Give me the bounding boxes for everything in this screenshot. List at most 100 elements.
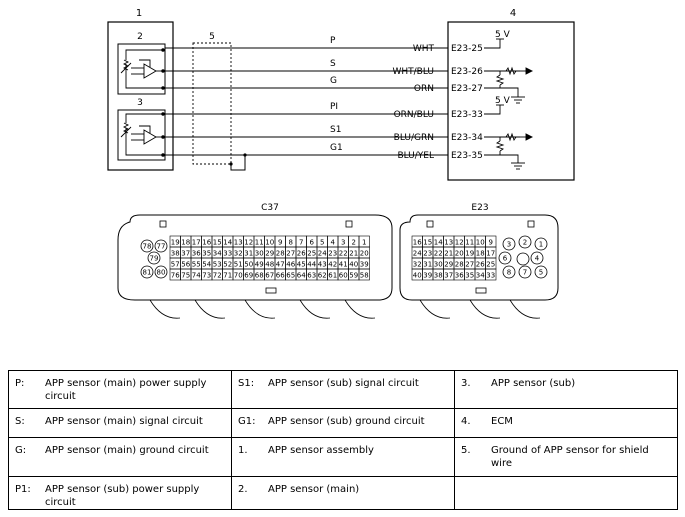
connector-round-pin-label: 79 bbox=[150, 255, 159, 263]
connector-pin-label: 2 bbox=[352, 239, 356, 247]
connector-pin-label: 35 bbox=[202, 250, 211, 258]
connector-pin-label: 60 bbox=[339, 272, 348, 280]
connector-round-pin bbox=[502, 265, 516, 279]
ecm-internal-sub bbox=[484, 104, 534, 170]
legend-desc: APP sensor (sub) signal circuit bbox=[268, 378, 419, 389]
connector-c37-housing bbox=[117, 214, 393, 301]
legend-code: 5. bbox=[461, 445, 471, 456]
connector-round-pin-label: 4 bbox=[535, 255, 540, 263]
legend-code: S: bbox=[15, 416, 25, 427]
connector-pin-label: 22 bbox=[339, 250, 348, 258]
legend-code: S1: bbox=[238, 378, 255, 389]
legend-desc: APP sensor (main) power supply circuit bbox=[45, 378, 207, 402]
wire-color-orn: ORN bbox=[414, 84, 434, 94]
wire-lines bbox=[165, 47, 448, 156]
connector-pin-label: 37 bbox=[444, 272, 453, 280]
connector-pin-label: 24 bbox=[413, 250, 422, 258]
connector-round-pin-label: 3 bbox=[507, 241, 511, 249]
connector-round-pin-label: 6 bbox=[503, 255, 508, 263]
ecm-internal-main bbox=[484, 38, 534, 104]
connector-e23-housing bbox=[399, 214, 559, 301]
legend-code: P: bbox=[15, 378, 25, 389]
wire-color-blu-grn: BLU/GRN bbox=[394, 133, 434, 143]
connector-pin-label: 49 bbox=[255, 261, 264, 269]
connector-round-pin-label: 77 bbox=[157, 243, 166, 251]
connector-pin-label: 18 bbox=[181, 239, 190, 247]
connector-pin-label: 4 bbox=[331, 239, 336, 247]
shield-ground-line bbox=[230, 155, 246, 171]
legend-cell-g1: G1:APP sensor (sub) ground circuit bbox=[231, 408, 455, 438]
connector-pin-label: 1 bbox=[362, 239, 366, 247]
connector-pin-label: 42 bbox=[328, 261, 337, 269]
connector-pin-label: 5 bbox=[320, 239, 324, 247]
legend-cell-1: 1.APP sensor assembly bbox=[231, 437, 455, 477]
connector-c37-label: C37 bbox=[261, 203, 279, 213]
shield-wire-box bbox=[192, 42, 232, 165]
connector-pin-label: 36 bbox=[192, 250, 201, 258]
connector-pin-label: 34 bbox=[476, 272, 485, 280]
wire-code-s: S bbox=[330, 59, 336, 69]
legend-cell-4: 4.ECM bbox=[454, 408, 678, 438]
connector-pin-label: 68 bbox=[255, 272, 264, 280]
connector-round-pin bbox=[140, 239, 154, 253]
connector-pin-cell bbox=[358, 268, 370, 281]
connector-pin-label: 44 bbox=[307, 261, 316, 269]
connector-pin-label: 74 bbox=[192, 272, 201, 280]
connector-pin-label: 21 bbox=[444, 250, 453, 258]
connector-pin-label: 30 bbox=[434, 261, 443, 269]
legend-desc: APP sensor assembly bbox=[268, 445, 374, 456]
connector-pin-label: 24 bbox=[318, 250, 327, 258]
component-label-3: 3 bbox=[137, 98, 143, 108]
connector-pin-label: 65 bbox=[286, 272, 295, 280]
connector-pin-label: 20 bbox=[455, 250, 464, 258]
connector-pin-label: 10 bbox=[265, 239, 274, 247]
connector-pin-label: 22 bbox=[434, 250, 443, 258]
ecm-pin-e23-33: E23-33 bbox=[451, 110, 483, 120]
connector-pin-label: 67 bbox=[265, 272, 274, 280]
connector-pin-label: 64 bbox=[297, 272, 306, 280]
app-sensor-assembly-box bbox=[107, 21, 174, 171]
connector-pin-label: 17 bbox=[486, 250, 495, 258]
connector-pin-label: 9 bbox=[489, 239, 493, 247]
connector-round-pin bbox=[530, 251, 544, 265]
component-label-1: 1 bbox=[136, 8, 142, 19]
connector-pin-label: 31 bbox=[244, 250, 253, 258]
connector-pin-label: 40 bbox=[413, 272, 422, 280]
connector-pin-label: 27 bbox=[465, 261, 474, 269]
connector-pin-label: 36 bbox=[455, 272, 464, 280]
connector-pin-label: 29 bbox=[444, 261, 453, 269]
connector-pin-label: 3 bbox=[341, 239, 345, 247]
legend-cell-3: 3.APP sensor (sub) bbox=[454, 370, 678, 409]
app-sensor-main-symbol bbox=[120, 48, 165, 90]
connector-pin-label: 39 bbox=[360, 261, 369, 269]
connector-pin-label: 72 bbox=[213, 272, 222, 280]
connector-pin-label: 76 bbox=[171, 272, 180, 280]
connector-pin-label: 52 bbox=[223, 261, 232, 269]
connector-pin-label: 9 bbox=[278, 239, 282, 247]
connector-pin-label: 10 bbox=[476, 239, 485, 247]
connector-pin-label: 30 bbox=[255, 250, 264, 258]
connector-pin-label: 46 bbox=[286, 261, 295, 269]
connector-pin-label: 56 bbox=[181, 261, 190, 269]
connector-pin-label: 37 bbox=[181, 250, 190, 258]
ecm-pin-e23-34: E23-34 bbox=[451, 133, 483, 143]
connector-round-pin-label: 80 bbox=[157, 269, 166, 277]
connector-pin-label: 71 bbox=[223, 272, 232, 280]
legend-code: 4. bbox=[461, 416, 471, 427]
legend-cell-s: S:APP sensor (main) signal circuit bbox=[8, 408, 232, 438]
connector-pin-label: 26 bbox=[476, 261, 485, 269]
legend-desc: APP sensor (sub) power supply circuit bbox=[45, 484, 200, 508]
connector-pin-label: 35 bbox=[465, 272, 474, 280]
wire-color-wht-blu: WHT/BLU bbox=[392, 67, 434, 77]
connector-pin-cell bbox=[485, 268, 497, 281]
legend-cell-p: P: APP sensor (main) power supply circuit bbox=[8, 370, 232, 409]
connector-pin-label: 16 bbox=[202, 239, 211, 247]
connector-pin-label: 48 bbox=[265, 261, 274, 269]
voltage-main: 5 V bbox=[495, 30, 511, 40]
connector-pin-label: 32 bbox=[234, 250, 243, 258]
connector-pin-label: 45 bbox=[297, 261, 306, 269]
app-sensor-sub-symbol bbox=[120, 112, 165, 157]
legend-code: G1: bbox=[238, 416, 256, 427]
wire-color-blu-yel: BLU/YEL bbox=[397, 151, 434, 161]
